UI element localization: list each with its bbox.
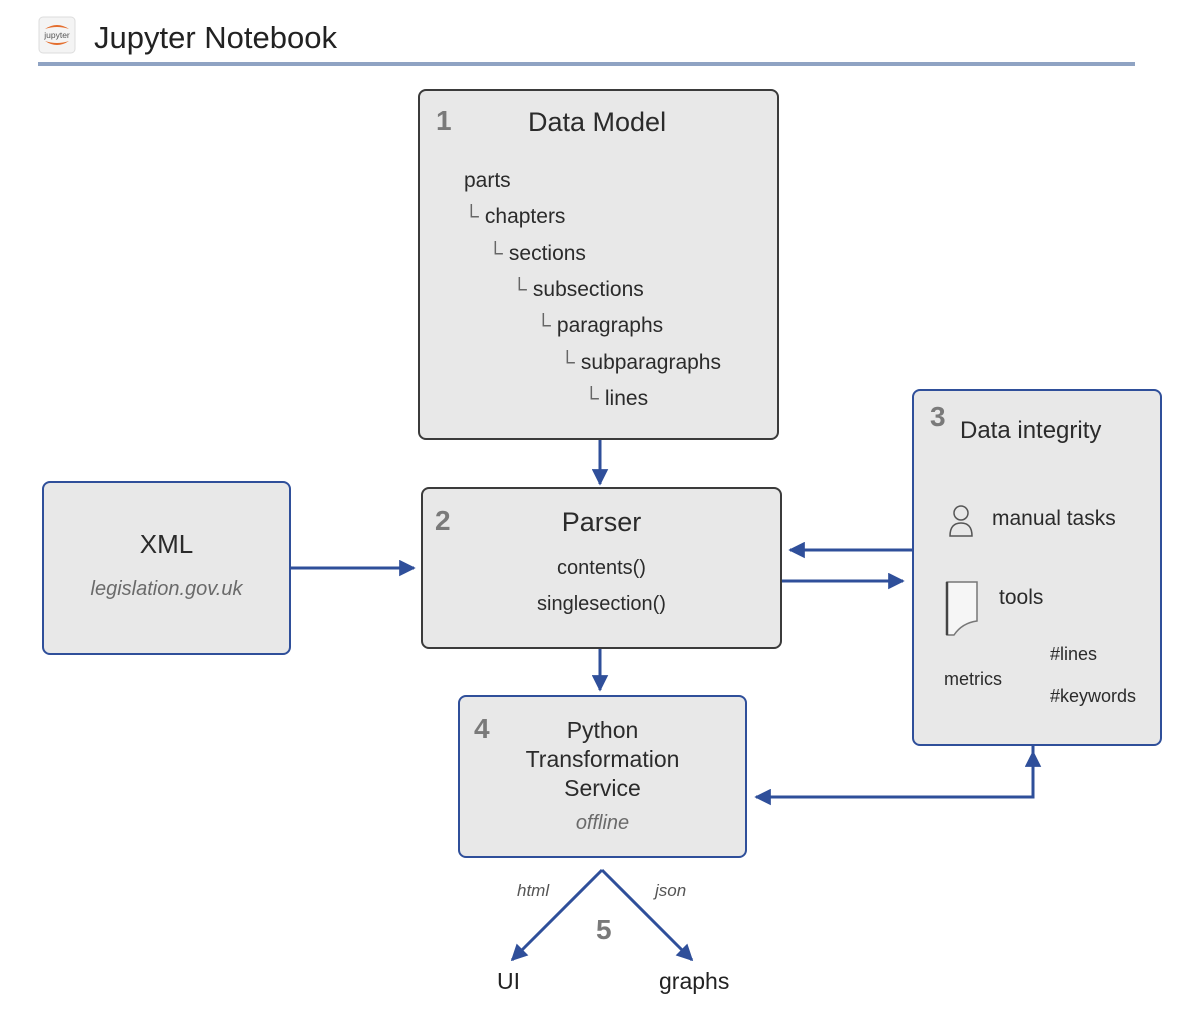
- step-number-4: 4: [474, 713, 490, 744]
- data-integrity-box: 3 Data integrity manual tasks tools metr…: [912, 389, 1162, 746]
- tree-branch-icon: └: [464, 205, 479, 229]
- jupyter-logo-icon: jupyter: [38, 16, 76, 54]
- transform-title-line-3: Service: [564, 775, 641, 801]
- transform-title-line-1: Python: [566, 717, 639, 743]
- tree-item-label: chapters: [484, 205, 566, 229]
- step-number-5: 5: [596, 914, 612, 945]
- step-number-3: 3: [930, 401, 946, 432]
- graphs-output-label: graphs: [659, 968, 730, 994]
- data-model-box: 1 Data Model parts└chapters└sections└sub…: [418, 89, 779, 440]
- arrow-to-graphs: [600, 868, 694, 962]
- data-integrity-title: Data integrity: [960, 417, 1102, 444]
- parser-method-singlesection: singlesection(): [537, 593, 666, 615]
- tree-item-paragraphs: └paragraphs: [536, 314, 663, 338]
- xml-title: XML: [139, 529, 194, 559]
- arrow-integrity-to-transform: [754, 746, 1035, 806]
- xml-source-label: legislation.gov.uk: [90, 578, 243, 600]
- tree-item-label: subparagraphs: [580, 350, 721, 374]
- json-edge-label: json: [655, 881, 687, 900]
- transform-title-line-2: Transformation: [525, 746, 680, 772]
- tree-item-label: subsections: [532, 277, 644, 301]
- data-model-title: Data Model: [528, 107, 667, 137]
- metric-keywords: #keywords: [1050, 686, 1137, 706]
- step-number-2: 2: [435, 505, 451, 536]
- transform-mode: offline: [575, 812, 630, 834]
- tree-branch-icon: └: [512, 277, 527, 301]
- tree-item-label: paragraphs: [556, 314, 664, 338]
- page-header: jupyter Jupyter Notebook: [38, 12, 1135, 66]
- tree-item-parts: parts: [464, 169, 511, 193]
- transformation-service-box: 4 Python Transformation Service offline: [458, 695, 747, 858]
- tree-branch-icon: └: [488, 241, 503, 265]
- tree-branch-icon: └: [536, 314, 551, 338]
- manual-tasks-label: manual tasks: [992, 507, 1116, 530]
- html-edge-label: html: [517, 881, 550, 900]
- tree-item-lines: └lines: [584, 387, 648, 411]
- tree-branch-icon: └: [560, 350, 575, 374]
- tree-item-label: parts: [464, 169, 511, 192]
- tree-item-label: sections: [508, 241, 586, 265]
- tools-label: tools: [999, 586, 1044, 609]
- tree-item-sections: └sections: [488, 242, 586, 266]
- page-title: Jupyter Notebook: [94, 20, 337, 55]
- tree-item-subparagraphs: └subparagraphs: [560, 351, 721, 375]
- parser-title: Parser: [561, 507, 642, 537]
- header-divider: [38, 62, 1135, 66]
- xml-source-box: XML legislation.gov.uk: [42, 481, 291, 655]
- tree-item-subsections: └subsections: [512, 278, 644, 302]
- metric-lines: #lines: [1050, 644, 1098, 664]
- ui-output-label: UI: [497, 968, 520, 994]
- tree-item-label: lines: [604, 386, 649, 410]
- tree-item-chapters: └chapters: [464, 205, 565, 229]
- tree-branch-icon: └: [584, 386, 599, 410]
- arrow-to-ui: [510, 868, 604, 962]
- person-icon: [949, 505, 973, 537]
- metrics-label: metrics: [944, 669, 1002, 689]
- document-icon: [945, 581, 978, 636]
- step-number-1: 1: [436, 105, 452, 136]
- parser-method-contents: contents(): [557, 557, 646, 579]
- parser-box: 2 Parser contents() singlesection(): [421, 487, 782, 649]
- svg-text:jupyter: jupyter: [43, 30, 70, 40]
